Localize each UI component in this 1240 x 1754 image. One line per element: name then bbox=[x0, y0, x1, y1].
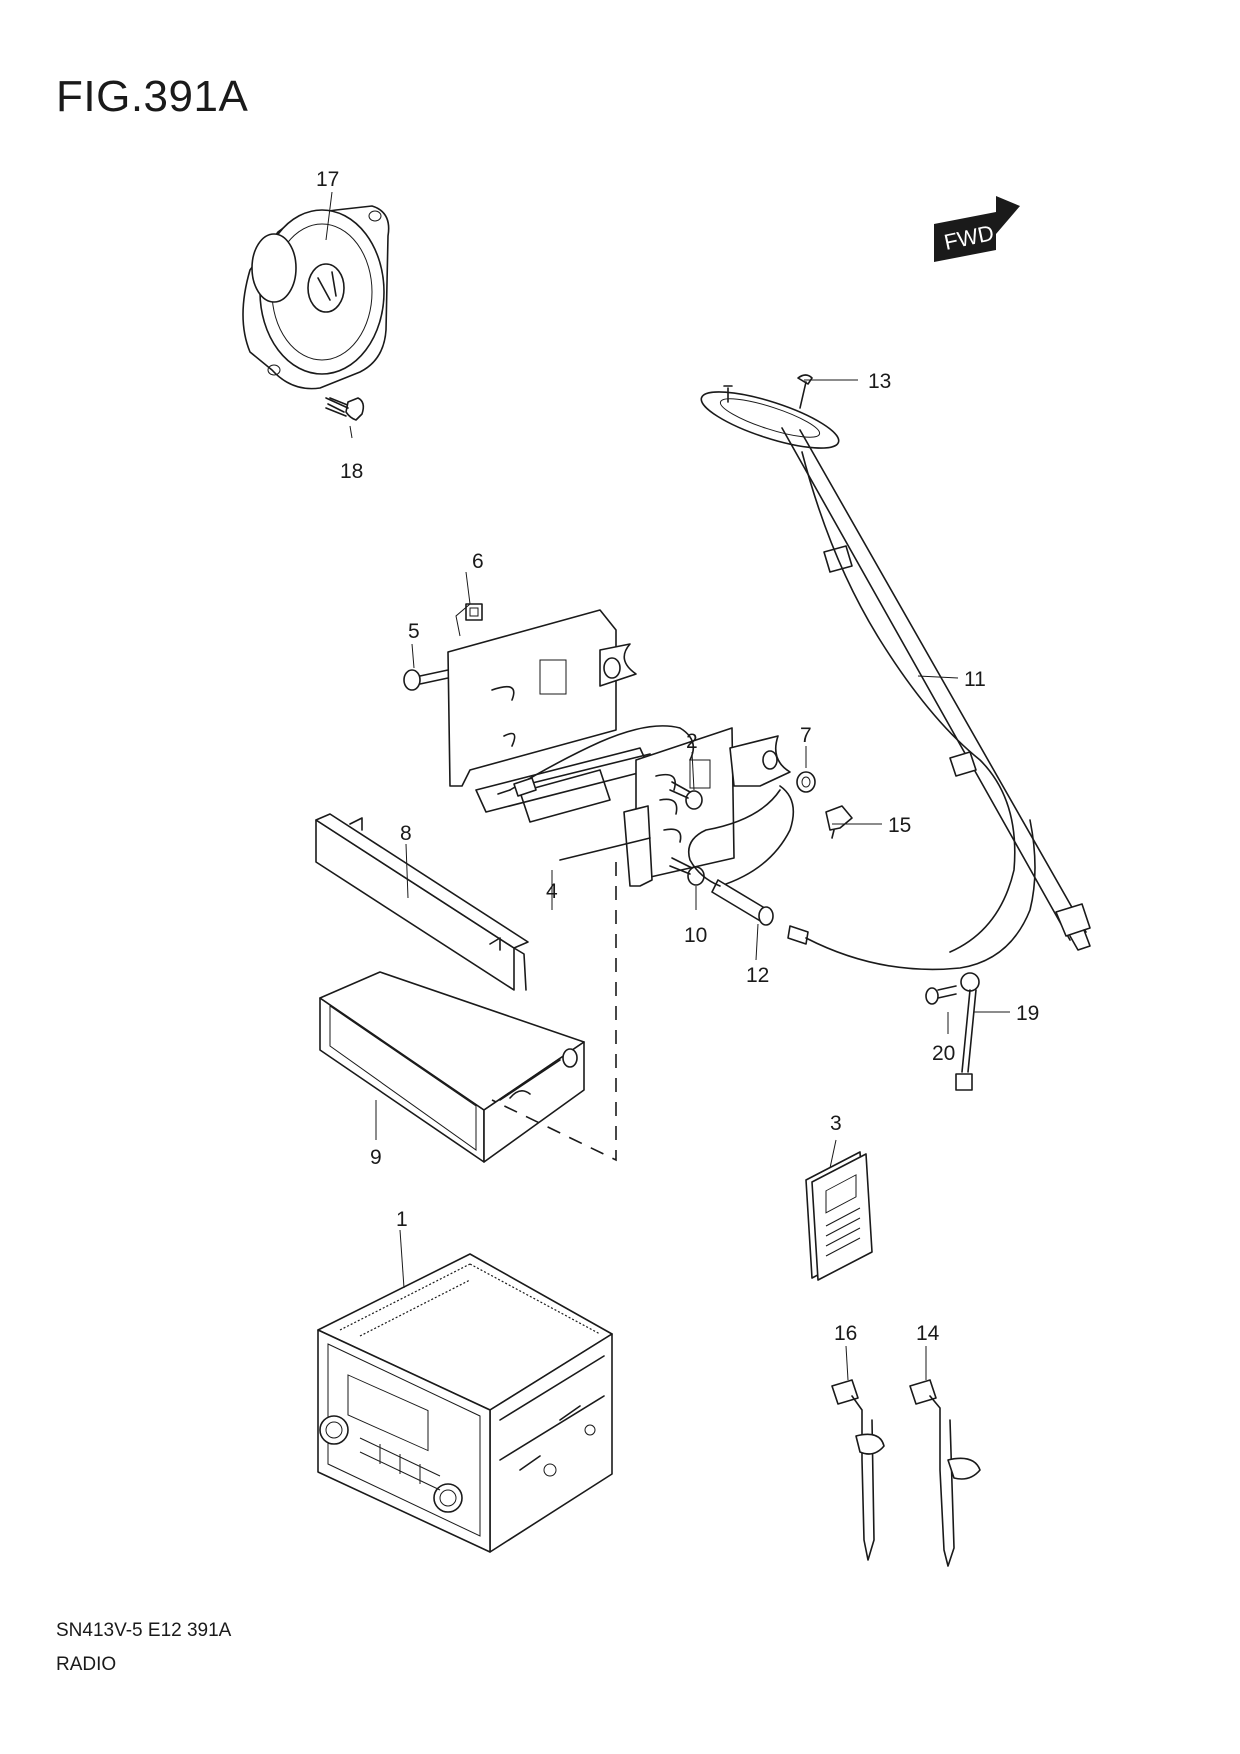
callout-1: 1 bbox=[396, 1208, 408, 1231]
ground-wire-part-19 bbox=[955, 972, 980, 1091]
callout-9: 9 bbox=[370, 1146, 382, 1169]
clamp-part-14 bbox=[909, 1379, 981, 1567]
figure-code: SN413V-5 E12 391A bbox=[56, 1620, 232, 1641]
callout-2: 2 bbox=[686, 730, 698, 753]
manual-part-3 bbox=[805, 1151, 873, 1281]
callout-5: 5 bbox=[408, 620, 420, 643]
bracket-part-4 bbox=[447, 609, 791, 887]
callout-20: 20 bbox=[932, 1042, 955, 1065]
callout-19: 19 bbox=[1016, 1002, 1039, 1025]
callout-7: 7 bbox=[800, 724, 812, 747]
clip-part-15 bbox=[825, 805, 853, 839]
callout-15: 15 bbox=[888, 814, 911, 837]
nut-part-7 bbox=[796, 771, 816, 793]
figure-title: FIG.391A bbox=[56, 72, 249, 121]
callout-13: 13 bbox=[868, 370, 891, 393]
callout-10: 10 bbox=[684, 924, 707, 947]
callout-4: 4 bbox=[546, 880, 558, 903]
assembly-guide-line bbox=[491, 862, 617, 1162]
screw-part-5 bbox=[403, 669, 449, 691]
figure-name: RADIO bbox=[56, 1654, 117, 1675]
antenna-part bbox=[700, 385, 1091, 953]
clip-part-6 bbox=[465, 603, 483, 621]
callout-3: 3 bbox=[830, 1112, 842, 1135]
screw-part-2 bbox=[669, 781, 703, 810]
callout-14: 14 bbox=[916, 1322, 940, 1345]
fwd-arrow-icon: FWD bbox=[934, 196, 1020, 262]
cover-plate-part-8 bbox=[315, 813, 529, 991]
callout-16: 16 bbox=[834, 1322, 857, 1345]
callout-11: 11 bbox=[964, 668, 986, 691]
speaker-part bbox=[242, 205, 390, 390]
screw-part-18 bbox=[325, 397, 365, 421]
callout-8: 8 bbox=[400, 822, 412, 845]
callout-6: 6 bbox=[472, 550, 484, 573]
callout-17: 17 bbox=[316, 168, 339, 191]
leader-lines bbox=[325, 191, 1010, 1381]
antenna-cable bbox=[497, 725, 795, 887]
radio-unit-part-1 bbox=[317, 1253, 613, 1553]
screw-part-20 bbox=[925, 985, 957, 1005]
clamp-part-16 bbox=[831, 1379, 885, 1561]
pocket-part-9 bbox=[319, 971, 585, 1163]
callout-12: 12 bbox=[746, 964, 769, 987]
extension-cable-part-12 bbox=[687, 789, 1036, 971]
callout-18: 18 bbox=[340, 460, 363, 483]
